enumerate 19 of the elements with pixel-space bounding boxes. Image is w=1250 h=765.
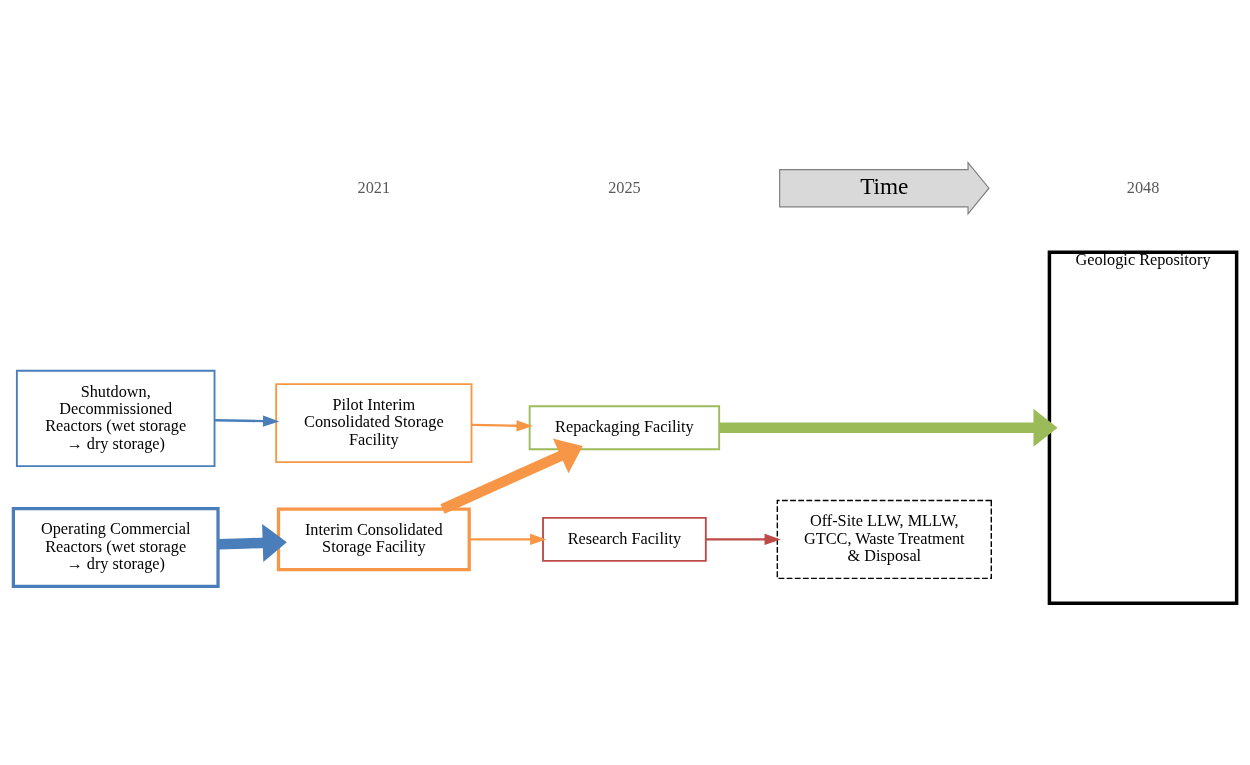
arrow: [218, 523, 287, 562]
arrow: [440, 438, 583, 514]
node-box: Geologic Repository: [1047, 249, 1239, 605]
node-box: Off-Site LLW, MLLW, GTCC, Waste Treatment & Disposal: [776, 499, 992, 579]
label: Time: [860, 172, 909, 199]
node-box: Operating Commercial Reactors (wet storage → dry storage): [11, 506, 220, 588]
arrow: [214, 414, 280, 427]
node-box: Repackaging Facility: [528, 404, 721, 450]
node-box: Research Facility: [542, 516, 707, 562]
node-box: Pilot Interim Consolidated Storage Facility: [275, 382, 473, 463]
label: 2021: [357, 178, 391, 197]
arrow: [469, 533, 547, 545]
arrow: [471, 419, 533, 431]
arrow: [706, 533, 781, 545]
node-box: Shutdown, Decommissioned Reactors (wet storage → dry storage): [15, 369, 216, 467]
arrow: [719, 408, 1058, 447]
label: 2025: [608, 178, 641, 197]
node-box: Interim Consolidated Storage Facility: [276, 507, 471, 571]
label: 2048: [1126, 178, 1160, 197]
